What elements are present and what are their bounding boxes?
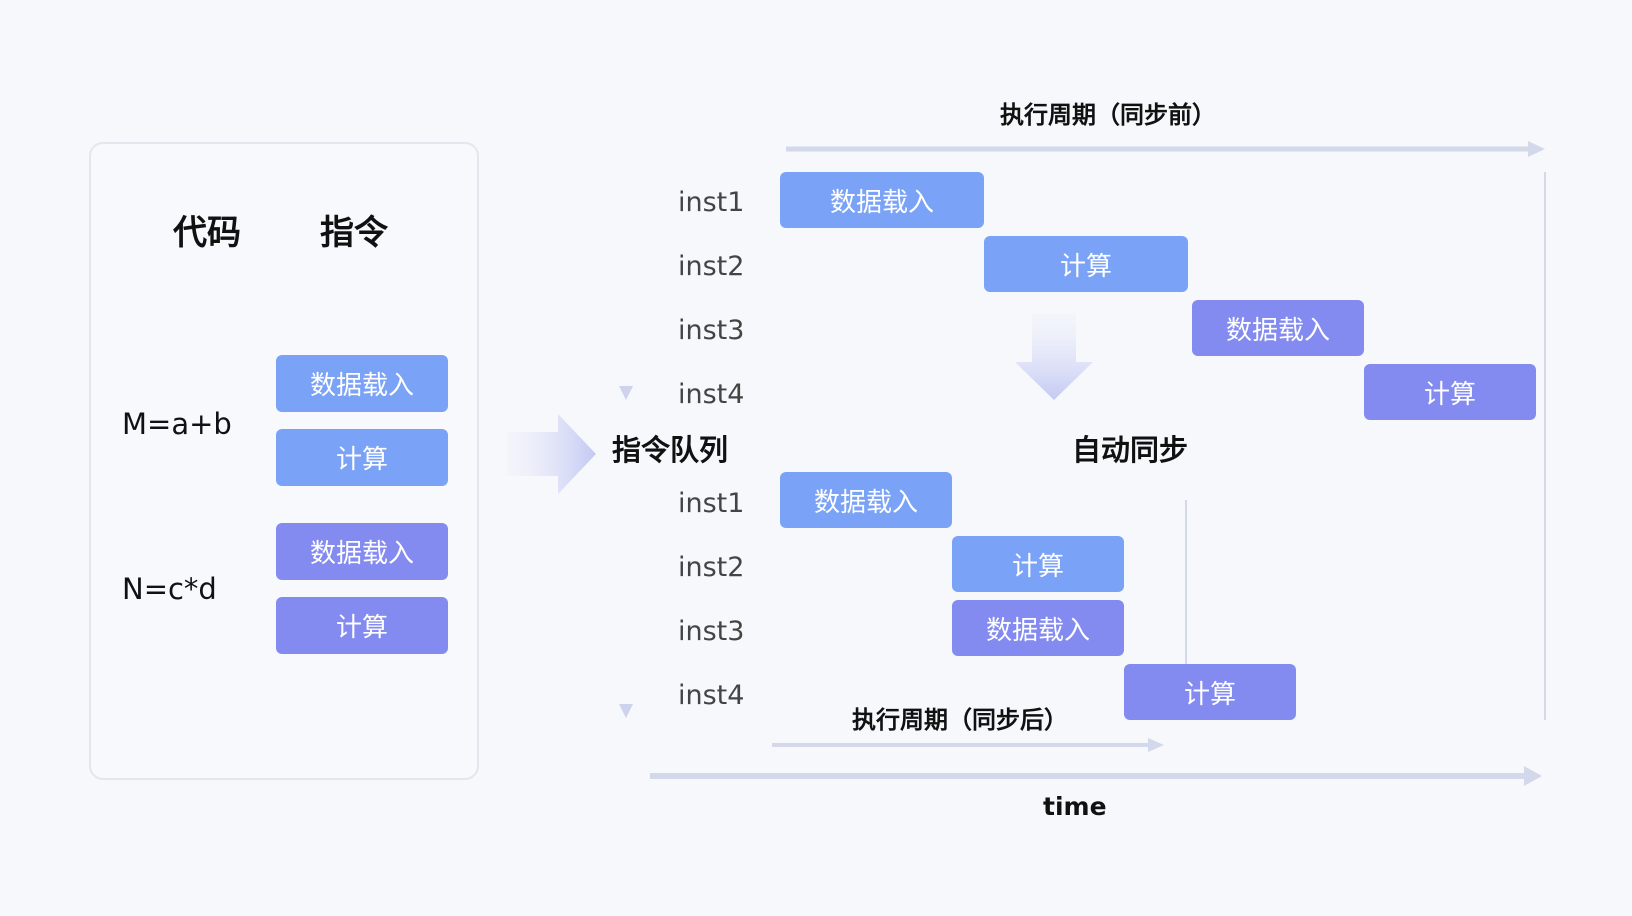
- time-axis: [650, 766, 1542, 786]
- before-inst1-load: 数据载入: [780, 172, 984, 228]
- before-inst2-label: inst2: [678, 251, 745, 282]
- before-inst1-label: inst1: [678, 187, 745, 218]
- instr-m-load: 数据载入: [276, 355, 448, 412]
- transform-arrow: [506, 414, 596, 494]
- after-inst2-compute: 计算: [952, 536, 1124, 592]
- queue-bottom-arrow: [619, 500, 633, 718]
- time-axis-label: time: [1043, 792, 1107, 821]
- after-inst2-label: inst2: [678, 552, 745, 583]
- before-inst4-compute: 计算: [1364, 364, 1536, 420]
- header-instruction: 指令: [320, 213, 388, 253]
- cycle-before-title: 执行周期（同步前）: [1000, 101, 1216, 129]
- after-inst4-compute: 计算: [1124, 664, 1296, 720]
- header-code: 代码: [173, 213, 241, 253]
- after-inst3-load: 数据载入: [952, 600, 1124, 656]
- auto-sync-label: 自动同步: [1072, 433, 1189, 467]
- sync-down-arrow: [1015, 313, 1093, 400]
- instr-n-compute: 计算: [276, 597, 448, 654]
- before-inst4-label: inst4: [678, 379, 745, 410]
- after-inst1-load: 数据载入: [780, 472, 952, 528]
- after-inst4-label: inst4: [678, 680, 745, 711]
- before-inst2-compute: 计算: [984, 236, 1188, 292]
- after-inst1-label: inst1: [678, 488, 745, 519]
- queue-label: 指令队列: [612, 433, 729, 467]
- expression-m: M=a+b: [122, 407, 232, 441]
- instr-n-load: 数据载入: [276, 523, 448, 580]
- instr-m-compute: 计算: [276, 429, 448, 486]
- after-inst3-label: inst3: [678, 616, 745, 647]
- queue-top-arrow: [619, 186, 633, 400]
- before-inst3-load: 数据载入: [1192, 300, 1364, 356]
- expression-n: N=c*d: [122, 572, 217, 606]
- cycle-after-title: 执行周期（同步后）: [852, 706, 1068, 734]
- cycle-before-arrow: [786, 141, 1545, 157]
- cycle-after-arrow: [772, 738, 1164, 752]
- before-inst3-label: inst3: [678, 315, 745, 346]
